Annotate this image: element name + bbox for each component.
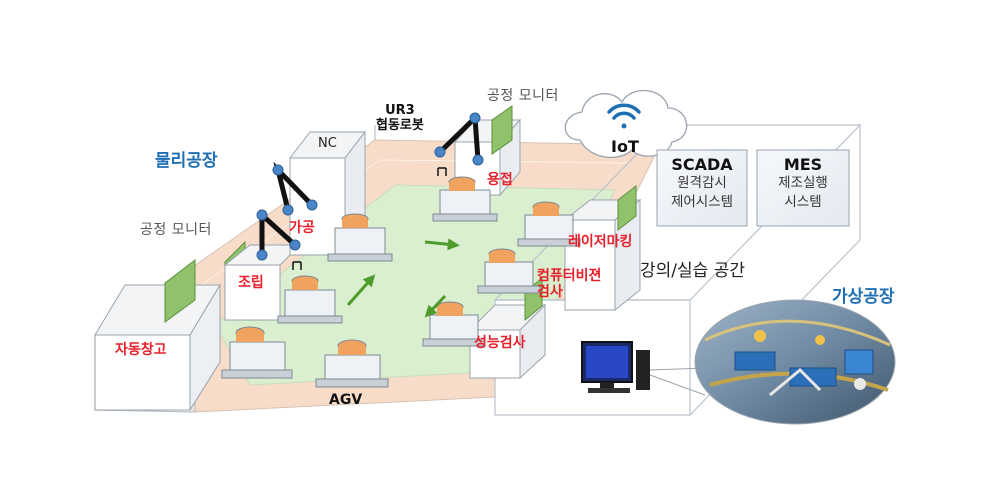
station-performance: 성능검사 [474,335,526,351]
station-vision: 컴퓨터비젼 검사 [537,268,601,300]
lecture-space-label: 강의/실습 공간 [640,262,745,282]
virtual-factory-image [695,300,895,424]
robot-label-line1: UR3 [376,104,424,119]
station-warehouse: 자동창고 [115,342,167,358]
station-vision-line1: 컴퓨터비젼 [537,268,601,284]
mes-title: MES [757,156,849,174]
station-welding: 용접 [487,172,513,188]
process-monitor-left-label: 공정 모니터 [140,222,212,238]
robot-label-line2: 협동로봇 [376,119,424,134]
robot-label: UR3 협동로봇 [376,104,424,134]
nc-label: NC [318,137,337,152]
virtual-factory-title: 가상공장 [832,288,895,308]
scada-title: SCADA [657,156,747,174]
mes-box: MES 제조실행 시스템 [757,156,849,211]
station-machining: 가공 [289,220,315,236]
mes-line1: 제조실행 [757,174,849,192]
process-monitor-top-label: 공정 모니터 [487,88,559,104]
scada-box: SCADA 원격감시 제어시스템 [657,156,747,211]
station-assembly: 조립 [238,275,264,291]
scada-line2: 제어시스템 [657,193,747,211]
station-vision-line2: 검사 [537,284,601,300]
physical-factory-title: 물리공장 [155,152,218,172]
mes-line2: 시스템 [757,193,849,211]
agv-label: AGV [329,392,362,408]
station-laser-marking: 레이저마킹 [568,234,632,250]
scada-line1: 원격감시 [657,174,747,192]
iot-label: IoT [611,138,639,156]
